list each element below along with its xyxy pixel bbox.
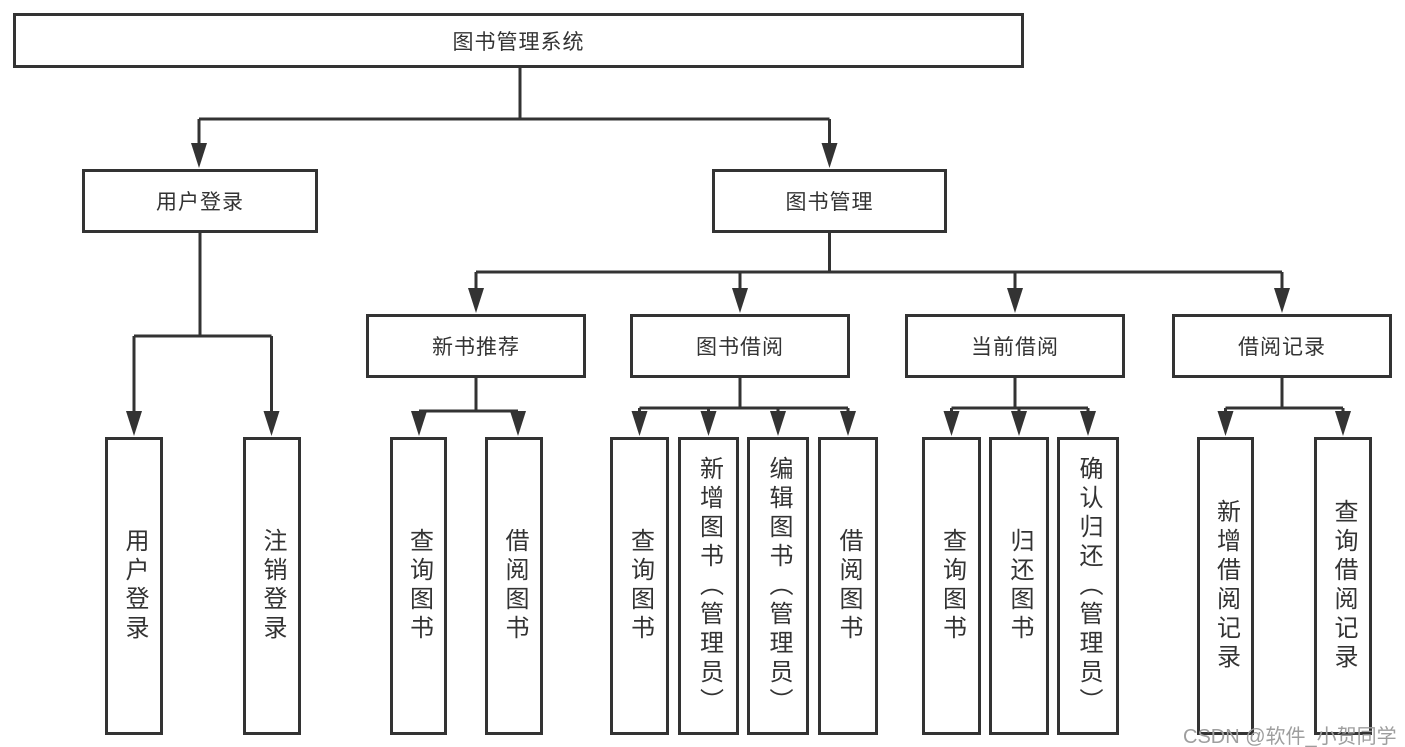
- node-label: 查询借阅记录: [1330, 499, 1357, 673]
- node-user-login: 用户登录: [82, 169, 318, 233]
- leaf-confirm-return-admin: 确认归还（管理员）: [1057, 437, 1119, 735]
- node-label: 图书借阅: [696, 336, 784, 359]
- node-book-borrowing: 图书借阅: [630, 314, 850, 378]
- node-borrowing-records: 借阅记录: [1172, 314, 1392, 378]
- node-label: 查询图书: [938, 528, 966, 644]
- node-label: 图书管理系统: [452, 30, 585, 54]
- csdn-watermark: CSDN @软件_小贺同学: [1183, 726, 1397, 747]
- node-label: 归还图书: [1006, 528, 1033, 644]
- node-label: 图书管理: [785, 191, 874, 214]
- node-label: 注销登录: [259, 528, 286, 644]
- leaf-query-book-recommend: 查询图书: [390, 437, 447, 735]
- leaf-return-book: 归还图书: [989, 437, 1049, 735]
- node-label: 借阅图书: [835, 528, 862, 644]
- leaf-query-book-borrowing: 查询图书: [610, 437, 669, 735]
- node-label: 编辑图书（管理员）: [765, 455, 792, 717]
- node-label: 借阅图书: [501, 528, 528, 644]
- leaf-borrow-book-recommend: 借阅图书: [485, 437, 543, 735]
- node-label: 新增借阅记录: [1212, 499, 1240, 673]
- leaf-edit-book-admin: 编辑图书（管理员）: [747, 437, 809, 735]
- node-label: 用户登录: [121, 528, 148, 644]
- node-label: 新书推荐: [432, 336, 520, 359]
- node-label: 查询图书: [405, 528, 433, 644]
- node-current-borrowing: 当前借阅: [905, 314, 1125, 378]
- leaf-query-book-current: 查询图书: [922, 437, 981, 735]
- leaf-borrow-book-borrowing: 借阅图书: [818, 437, 878, 735]
- node-label: 借阅记录: [1238, 336, 1326, 359]
- node-label: 用户登录: [156, 191, 244, 214]
- node-label: 新增图书（管理员）: [695, 455, 723, 717]
- leaf-query-borrow-record: 查询借阅记录: [1314, 437, 1372, 735]
- node-label: 查询图书: [626, 528, 654, 644]
- leaf-user-login: 用户登录: [105, 437, 163, 735]
- leaf-add-borrow-record: 新增借阅记录: [1197, 437, 1254, 735]
- node-label: 确认归还（管理员）: [1075, 455, 1102, 717]
- arrowhead-icons: [126, 143, 1351, 436]
- node-new-book-recommend: 新书推荐: [366, 314, 586, 378]
- node-root-system: 图书管理系统: [13, 13, 1024, 68]
- node-book-management: 图书管理: [712, 169, 947, 233]
- node-label: 当前借阅: [971, 336, 1059, 359]
- leaf-add-book-admin: 新增图书（管理员）: [678, 437, 739, 735]
- leaf-logout: 注销登录: [243, 437, 301, 735]
